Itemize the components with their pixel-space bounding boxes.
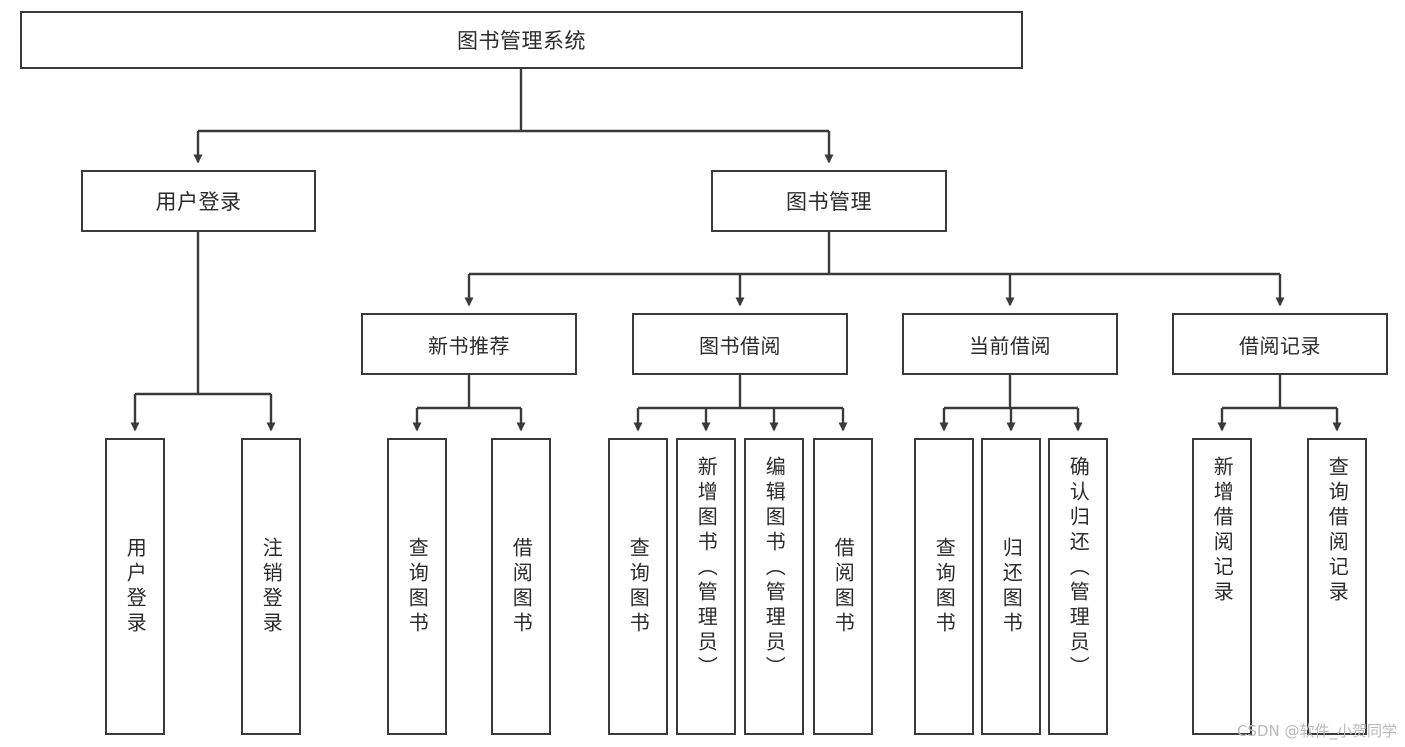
node-leaf-cb-return-book-label: 归还图书: [999, 536, 1024, 637]
node-leaf-user-login-label: 用户登录: [123, 536, 148, 637]
node-book-borrow[interactable]: 图书借阅: [632, 313, 848, 375]
node-leaf-cb-confirm-return-label: 确认归还（管理员）: [1066, 456, 1091, 681]
node-leaf-bb-edit-book-label: 编辑图书（管理员）: [762, 456, 787, 681]
node-current-borrow-label: 当前借阅: [969, 333, 1051, 358]
node-borrow-record-label: 借阅记录: [1239, 333, 1321, 358]
node-leaf-br-add-record-label: 新增借阅记录: [1210, 456, 1235, 606]
node-leaf-br-add-record[interactable]: 新增借阅记录: [1192, 438, 1252, 735]
node-new-book-recommend[interactable]: 新书推荐: [361, 313, 577, 375]
node-leaf-nb-query-book-label: 查询图书: [405, 536, 430, 637]
node-current-borrow[interactable]: 当前借阅: [902, 313, 1118, 375]
node-leaf-bb-add-book-label: 新增图书（管理员）: [694, 456, 719, 681]
node-leaf-br-query-record-label: 查询借阅记录: [1325, 456, 1350, 606]
node-root-system-label: 图书管理系统: [457, 29, 586, 53]
node-book-borrow-label: 图书借阅: [699, 333, 781, 358]
node-leaf-bb-query-book[interactable]: 查询图书: [608, 438, 668, 735]
node-new-book-recommend-label: 新书推荐: [428, 333, 510, 358]
node-leaf-logout[interactable]: 注销登录: [241, 438, 301, 735]
node-leaf-nb-borrow-book-label: 借阅图书: [509, 536, 534, 637]
node-leaf-cb-return-book[interactable]: 归还图书: [981, 438, 1041, 735]
node-leaf-user-login[interactable]: 用户登录: [105, 438, 165, 735]
node-leaf-bb-borrow-book[interactable]: 借阅图书: [813, 438, 873, 735]
node-leaf-logout-label: 注销登录: [259, 536, 284, 637]
node-leaf-bb-borrow-book-label: 借阅图书: [831, 536, 856, 637]
node-root-system[interactable]: 图书管理系统: [20, 11, 1023, 69]
node-leaf-nb-query-book[interactable]: 查询图书: [387, 438, 447, 735]
node-leaf-cb-confirm-return[interactable]: 确认归还（管理员）: [1048, 438, 1108, 735]
node-borrow-record[interactable]: 借阅记录: [1172, 313, 1388, 375]
node-leaf-cb-query-book[interactable]: 查询图书: [914, 438, 974, 735]
node-leaf-br-query-record[interactable]: 查询借阅记录: [1307, 438, 1367, 735]
node-leaf-nb-borrow-book[interactable]: 借阅图书: [491, 438, 551, 735]
node-user-login[interactable]: 用户登录: [81, 170, 316, 232]
node-leaf-bb-add-book[interactable]: 新增图书（管理员）: [676, 438, 736, 735]
node-leaf-bb-query-book-label: 查询图书: [626, 536, 651, 637]
node-book-management-label: 图书管理: [786, 190, 872, 214]
node-leaf-bb-edit-book[interactable]: 编辑图书（管理员）: [744, 438, 804, 735]
node-book-management[interactable]: 图书管理: [711, 170, 947, 232]
node-leaf-cb-query-book-label: 查询图书: [932, 536, 957, 637]
node-user-login-label: 用户登录: [155, 190, 242, 214]
